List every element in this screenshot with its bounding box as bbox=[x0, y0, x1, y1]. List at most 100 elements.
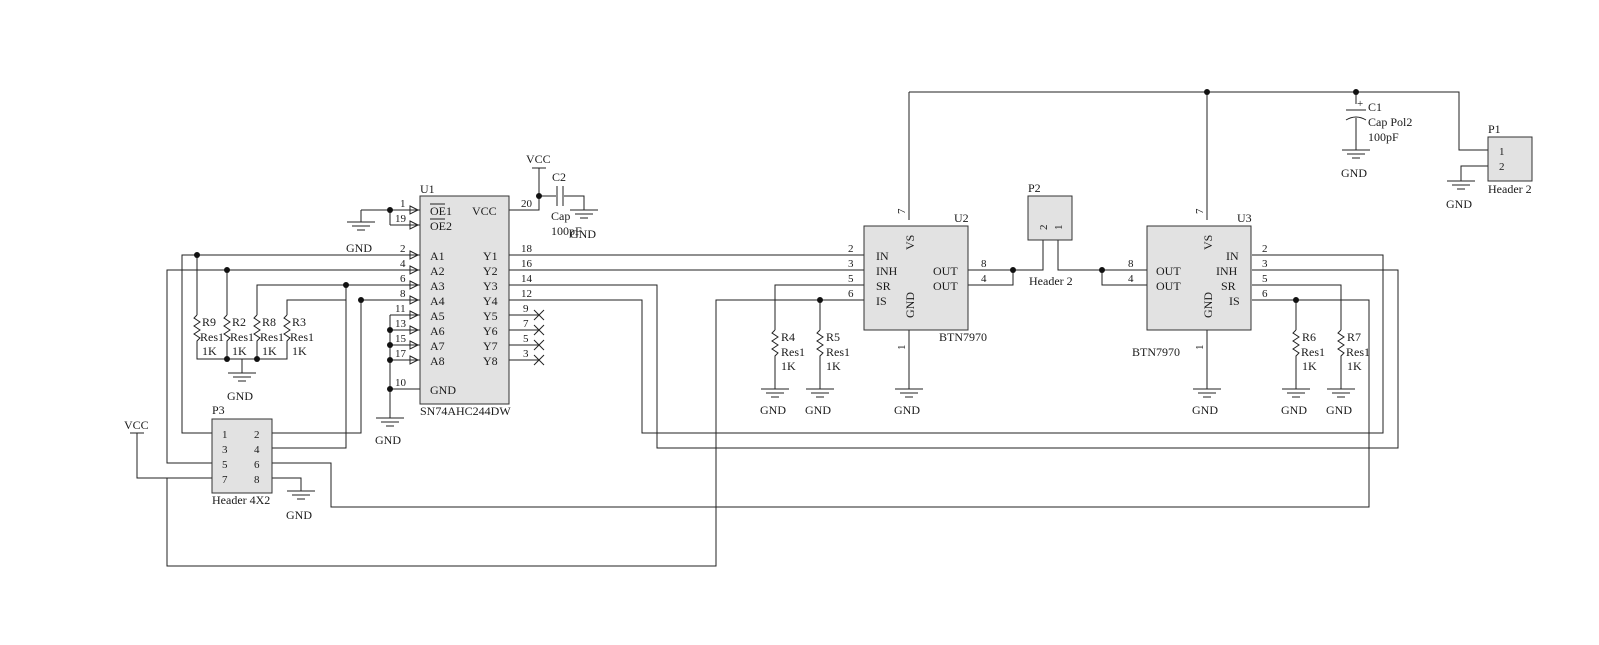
u3-pin-name: IN bbox=[1226, 249, 1239, 263]
r6-ref: R6 bbox=[1302, 330, 1316, 344]
c1-type: Cap Pol2 bbox=[1368, 115, 1412, 129]
r2-type: Res1 bbox=[230, 330, 254, 344]
u1-pin-name: Y1 bbox=[483, 249, 498, 263]
r9-value: 1K bbox=[202, 344, 217, 358]
u2-pin-num: 5 bbox=[848, 273, 854, 285]
gnd-symbol: GND bbox=[227, 372, 256, 403]
u1-pin-num: 6 bbox=[400, 273, 406, 285]
p3-pin: 6 bbox=[254, 459, 260, 471]
junctions bbox=[194, 89, 1359, 392]
u1-pin-num: 13 bbox=[395, 318, 407, 330]
u1-pin-num: 5 bbox=[523, 333, 529, 345]
u1-pin-num: 18 bbox=[521, 243, 533, 255]
u1-pin-name: A6 bbox=[430, 324, 445, 338]
r8-ref: R8 bbox=[262, 315, 276, 329]
u1-pin-num: 3 bbox=[523, 348, 529, 360]
u2-pin-num: 3 bbox=[848, 258, 854, 270]
u1-pin-num: 4 bbox=[400, 258, 406, 270]
u3-pin-num: 3 bbox=[1262, 258, 1268, 270]
u1-pin-name: A3 bbox=[430, 279, 445, 293]
r5-ref: R5 bbox=[826, 330, 840, 344]
r7-ref: R7 bbox=[1347, 330, 1361, 344]
gnd-symbol: GND bbox=[894, 388, 923, 417]
gnd-symbol: GND bbox=[805, 388, 834, 417]
u2-pin-name: OUT bbox=[933, 279, 958, 293]
u1-pin-name: A2 bbox=[430, 264, 445, 278]
u1-ref: U1 bbox=[420, 182, 435, 196]
resistor-labels: R9 Res1 1K R2 Res1 1K R8 Res1 1K R3 Res1… bbox=[200, 315, 1370, 373]
u1-pin-arrows bbox=[409, 205, 420, 365]
u1-pin-num: 7 bbox=[523, 318, 529, 330]
u1-pin-name: GND bbox=[430, 383, 456, 397]
c1-value: 100pF bbox=[1368, 130, 1399, 144]
r5-type: Res1 bbox=[826, 345, 850, 359]
r6-value: 1K bbox=[1302, 359, 1317, 373]
gnd-label: GND bbox=[227, 389, 253, 403]
p3-pin: 8 bbox=[254, 474, 260, 486]
r7-type: Res1 bbox=[1346, 345, 1370, 359]
u2-pin-name: VS bbox=[903, 235, 917, 250]
p3-pin: 2 bbox=[254, 429, 260, 441]
vcc-symbol: VCC bbox=[526, 152, 551, 176]
r4-value: 1K bbox=[781, 359, 796, 373]
vcc-label: VCC bbox=[124, 418, 149, 432]
u2-pin-name: SR bbox=[876, 279, 891, 293]
gnd-symbol: GND bbox=[286, 490, 315, 522]
p3-pin: 5 bbox=[222, 459, 228, 471]
gnd-label: GND bbox=[375, 433, 401, 447]
u2-pin-name: OUT bbox=[933, 264, 958, 278]
u3-part: BTN7970 bbox=[1132, 345, 1180, 359]
u2-pin-name: IN bbox=[876, 249, 889, 263]
u1-pin-num: 14 bbox=[521, 273, 533, 285]
u1-pin-num: 17 bbox=[395, 348, 407, 360]
u3-pin-num: 2 bbox=[1262, 243, 1268, 255]
u1-pin-name: Y3 bbox=[483, 279, 498, 293]
u1-pin-num: 16 bbox=[521, 258, 533, 270]
p1-pin: 2 bbox=[1499, 161, 1505, 173]
u1-pin-num: 10 bbox=[395, 377, 407, 389]
p2-header: P2 Header 2 2 1 bbox=[1027, 181, 1073, 288]
p2-pin: 2 bbox=[1038, 225, 1050, 231]
gnd-label: GND bbox=[1341, 166, 1367, 180]
u1-pin-num: 1 bbox=[400, 198, 406, 210]
r6-type: Res1 bbox=[1301, 345, 1325, 359]
r3-value: 1K bbox=[292, 344, 307, 358]
u2-pin-num: 2 bbox=[848, 243, 854, 255]
u3-pin-name: GND bbox=[1201, 292, 1215, 318]
gnd-symbol: GND bbox=[1446, 180, 1475, 211]
u3-pin-name: IS bbox=[1229, 294, 1240, 308]
c2-ref: C2 bbox=[552, 170, 566, 184]
r4-type: Res1 bbox=[781, 345, 805, 359]
u1-pin-name: A4 bbox=[430, 294, 445, 308]
u2-pin-name: GND bbox=[903, 292, 917, 318]
no-connect-marks bbox=[533, 309, 545, 366]
u1-pin-name: A7 bbox=[430, 339, 445, 353]
u1-pin-num: 8 bbox=[400, 288, 406, 300]
gnd-label: GND bbox=[805, 403, 831, 417]
c1-polarity: + bbox=[1357, 98, 1363, 110]
p3-pin: 4 bbox=[254, 444, 260, 456]
u3-pin-num: 5 bbox=[1262, 273, 1268, 285]
r7-value: 1K bbox=[1347, 359, 1362, 373]
u2-pin-num: 1 bbox=[896, 345, 908, 351]
u3-pin-name: OUT bbox=[1156, 264, 1181, 278]
u3-ref: U3 bbox=[1237, 211, 1252, 225]
u1-pin-num: 15 bbox=[395, 333, 407, 345]
p3-pin: 1 bbox=[222, 429, 228, 441]
p2-pin: 1 bbox=[1053, 225, 1065, 231]
u3-pin-name: VS bbox=[1201, 235, 1215, 250]
gnd-symbol: GND bbox=[760, 388, 789, 417]
u2-pin-num: 6 bbox=[848, 288, 854, 300]
gnd-label: GND bbox=[570, 227, 596, 241]
c2-value: 100pF bbox=[551, 224, 582, 238]
u3-pin-num: 6 bbox=[1262, 288, 1268, 300]
gnd-label: GND bbox=[346, 241, 372, 255]
r2-value: 1K bbox=[232, 344, 247, 358]
r9-type: Res1 bbox=[200, 330, 224, 344]
gnd-label: GND bbox=[894, 403, 920, 417]
u1-pin-name: Y6 bbox=[483, 324, 498, 338]
u1-part: SN74AHC244DW bbox=[420, 404, 511, 418]
u1-pin-num: 19 bbox=[395, 213, 407, 225]
gnd-label: GND bbox=[1326, 403, 1352, 417]
p3-ref: P3 bbox=[212, 403, 225, 417]
